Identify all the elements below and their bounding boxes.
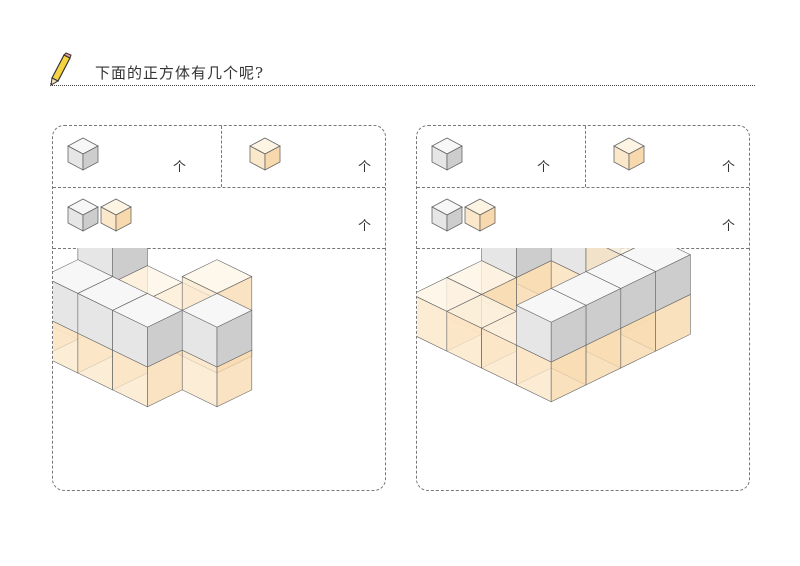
row-divider — [221, 126, 222, 187]
count-row-single: 个 个 — [53, 126, 385, 188]
question-text: 下面的正方体有几个呢? — [95, 64, 265, 82]
white-cube-icon — [431, 137, 463, 171]
count-row-combined: 个 — [53, 187, 385, 249]
count-row-single: 个 个 — [417, 126, 749, 188]
white-cube-face — [516, 248, 552, 279]
header-dotted-line — [50, 85, 755, 86]
cube-stack-right — [417, 248, 692, 403]
unit-label: 个 — [722, 219, 736, 234]
answer-panel-left: 个 个 个 — [52, 125, 386, 491]
unit-label: 个 — [722, 160, 736, 175]
row-divider — [585, 126, 586, 187]
white-cube-face — [147, 309, 183, 368]
unit-label: 个 — [537, 160, 551, 175]
white-and-cream-cubes-icon — [431, 198, 496, 232]
answer-panel-right: 个 个 个 — [416, 125, 750, 491]
white-cube-face — [216, 309, 253, 368]
white-cube-icon — [67, 137, 99, 171]
cream-cube-icon — [613, 137, 645, 171]
white-and-cream-cubes-icon — [67, 198, 132, 232]
white-cube-face — [550, 304, 587, 363]
unit-label: 个 — [173, 160, 187, 175]
pencil-icon — [50, 52, 72, 86]
count-row-combined: 个 — [417, 187, 749, 249]
cube-stack-left — [53, 248, 253, 408]
unit-label: 个 — [358, 219, 372, 234]
cream-cube-icon — [249, 137, 281, 171]
unit-label: 个 — [358, 160, 372, 175]
worksheet-header: 下面的正方体有几个呢? — [40, 52, 755, 88]
